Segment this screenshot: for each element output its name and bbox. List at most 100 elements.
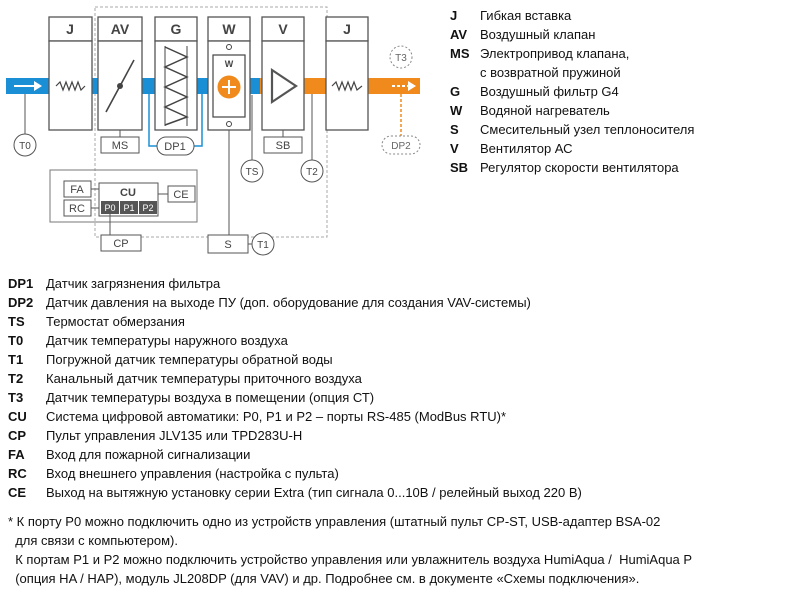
legend-text: Вход внешнего управления (настройка с пу… [46,466,339,481]
legend-text: Гибкая вставка [480,8,572,23]
legend-row: с возвратной пружиной [450,63,694,82]
sensor-ts [240,159,264,183]
legend-text: Канальный датчик температуры приточного … [46,371,362,386]
block-ce [167,185,196,203]
legend-row: SB Регулятор скорости вентилятора [450,158,694,177]
block-dp1 [156,136,195,156]
legend-row: G Воздушный фильтр G4 [450,82,694,101]
legend-text: Регулятор скорости вентилятора [480,160,679,175]
block-v-label: V [278,21,288,37]
block-g [154,40,198,131]
sensor-t1 [251,232,275,256]
legend-text: Термостат обмерзания [46,314,185,329]
legend-code: T3 [8,390,24,405]
block-j2-label: J [343,21,351,37]
legend-code: TS [8,314,25,329]
legend-code: T2 [8,371,24,386]
port-p1 [120,201,138,214]
ventilation-unit-diagram: J AV G W V J W MS DP1 SB [6,6,421,256]
legend-text: Датчик давления на выходе ПУ (доп. обору… [46,295,531,310]
legend-code: SB [450,160,469,175]
legend-text: Водяной нагреватель [480,103,610,118]
flexible-insert-icon [331,80,363,92]
legend-text: Электропривод клапана, [480,46,630,61]
legend-text: Смесительный узел теплоносителя [480,122,695,137]
sensor-ts-label: TS [246,167,259,178]
legend-row: J Гибкая вставка [450,6,694,25]
legend-text: Выход на вытяжную установку серии Extra … [46,485,582,500]
legend-code [450,63,480,82]
legend-code: CU [8,409,27,424]
block-rc-label: RC [69,203,85,215]
legend-text: Пульт управления JLV135 или TPD283U-H [46,428,303,443]
legend-row: T3 Датчик температуры воздуха в помещении… [8,388,582,407]
legend-row: V Вентилятор АС [450,139,694,158]
block-fa-label: FA [70,184,84,196]
legend-code: T1 [8,352,24,367]
legend-row: AV Воздушный клапан [450,25,694,44]
legend-code: J [450,8,458,23]
legend-code: AV [450,27,468,42]
sensor-t2-label: T2 [306,167,318,178]
legend-row: W Водяной нагреватель [450,101,694,120]
legend-row: TS Термостат обмерзания [8,312,582,331]
legend-row: DP1 Датчик загрязнения фильтра [8,274,582,293]
legend-code: W [450,103,463,118]
block-ce-label: CE [173,189,188,201]
legend-text: с возвратной пружиной [480,65,621,80]
legend-code: DP2 [8,295,34,310]
fan-icon [270,67,298,105]
block-dp1-label: DP1 [164,141,185,153]
legend-code: CP [8,428,27,443]
legend-text: Воздушный фильтр G4 [480,84,619,99]
legend-row: T1 Погружной датчик температуры обратной … [8,350,582,369]
legend-text: Датчик температуры воздуха в помещении (… [46,390,375,405]
port-p2 [139,201,157,214]
port-p0 [101,201,119,214]
block-g-label: G [171,21,182,37]
port-p2-label: P2 [142,203,153,213]
sensor-t0 [13,133,37,157]
sensor-t3-label: T3 [395,53,407,64]
legend-code: DP1 [8,276,34,291]
block-s-label: S [224,239,231,251]
block-cp-label: CP [113,238,128,250]
legend-code: FA [8,447,25,462]
block-v [261,40,305,131]
heater-inner-label: W [225,59,234,69]
legend-row: T2 Канальный датчик температуры приточног… [8,369,582,388]
legend-code: RC [8,466,27,481]
legend-row: DP2 Датчик давления на выходе ПУ (доп. об… [8,293,582,312]
sensor-t3 [389,45,413,69]
block-sb-label: SB [276,140,291,152]
legend-text: Датчик загрязнения фильтра [46,276,221,291]
outlet-arrow-icon [392,81,416,91]
block-ms-label: MS [112,140,129,152]
legend-row: CP Пульт управления JLV135 или TPD283U-H [8,426,582,445]
sensor-t2 [300,159,324,183]
block-j1-label: J [66,21,74,37]
legend-text: Вход для пожарной сигнализации [46,447,251,462]
footnote: * К порту P0 можно подключить одно из ус… [8,514,693,586]
sensor-dp2-label: DP2 [391,141,411,152]
block-w-label: W [222,21,236,37]
legend-row: FA Вход для пожарной сигнализации [8,445,582,464]
block-av-label: AV [111,21,130,37]
control-enclosure [49,169,198,223]
legend-code: G [450,84,461,99]
legend-code: V [450,141,459,156]
legend-row: RC Вход внешнего управления (настройка с … [8,464,582,483]
legend-text: Воздушный клапан [480,27,596,42]
legend-text: Вентилятор АС [480,141,573,156]
legend-text: Погружной датчик температуры обратной во… [46,352,333,367]
block-cu-label: CU [120,187,136,199]
sensor-t1-label: T1 [257,240,269,251]
legend-text: Датчик температуры наружного воздуха [46,333,288,348]
flexible-insert-icon [55,80,86,92]
